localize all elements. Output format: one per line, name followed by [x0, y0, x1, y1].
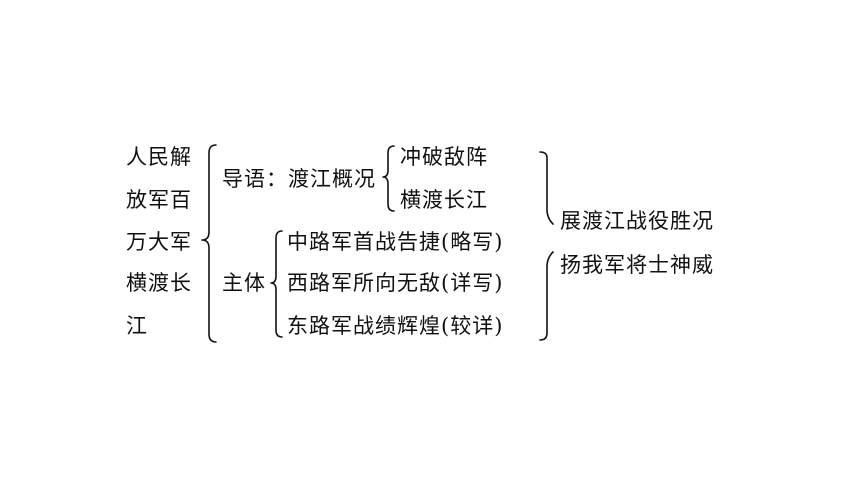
main-label: 主体	[222, 271, 266, 295]
main-item-2: 西路军所向无敌(详写)	[287, 271, 504, 295]
title-line-2: 放军百	[126, 188, 192, 212]
brace-right-intro	[539, 151, 554, 225]
title-line-4: 横渡长	[126, 271, 192, 295]
title-line-5: 江	[126, 314, 148, 338]
intro-item-1: 冲破敌阵	[400, 145, 488, 169]
title-line-1: 人民解	[126, 145, 192, 169]
brace-intro	[382, 145, 395, 212]
brace-right-body	[539, 251, 554, 341]
conclusion-line-1: 展渡江战役胜况	[560, 209, 714, 233]
intro-label: 导语：渡江概况	[222, 167, 376, 191]
title-line-3: 万大军	[126, 230, 192, 254]
brace-main-left	[201, 144, 217, 343]
main-item-3: 东路军战绩辉煌(较详)	[287, 314, 504, 338]
main-item-1: 中路军首战告捷(略写)	[287, 230, 504, 254]
intro-item-2: 横渡长江	[400, 188, 488, 212]
conclusion-line-2: 扬我军将士神威	[560, 253, 714, 277]
brace-body	[270, 230, 283, 338]
